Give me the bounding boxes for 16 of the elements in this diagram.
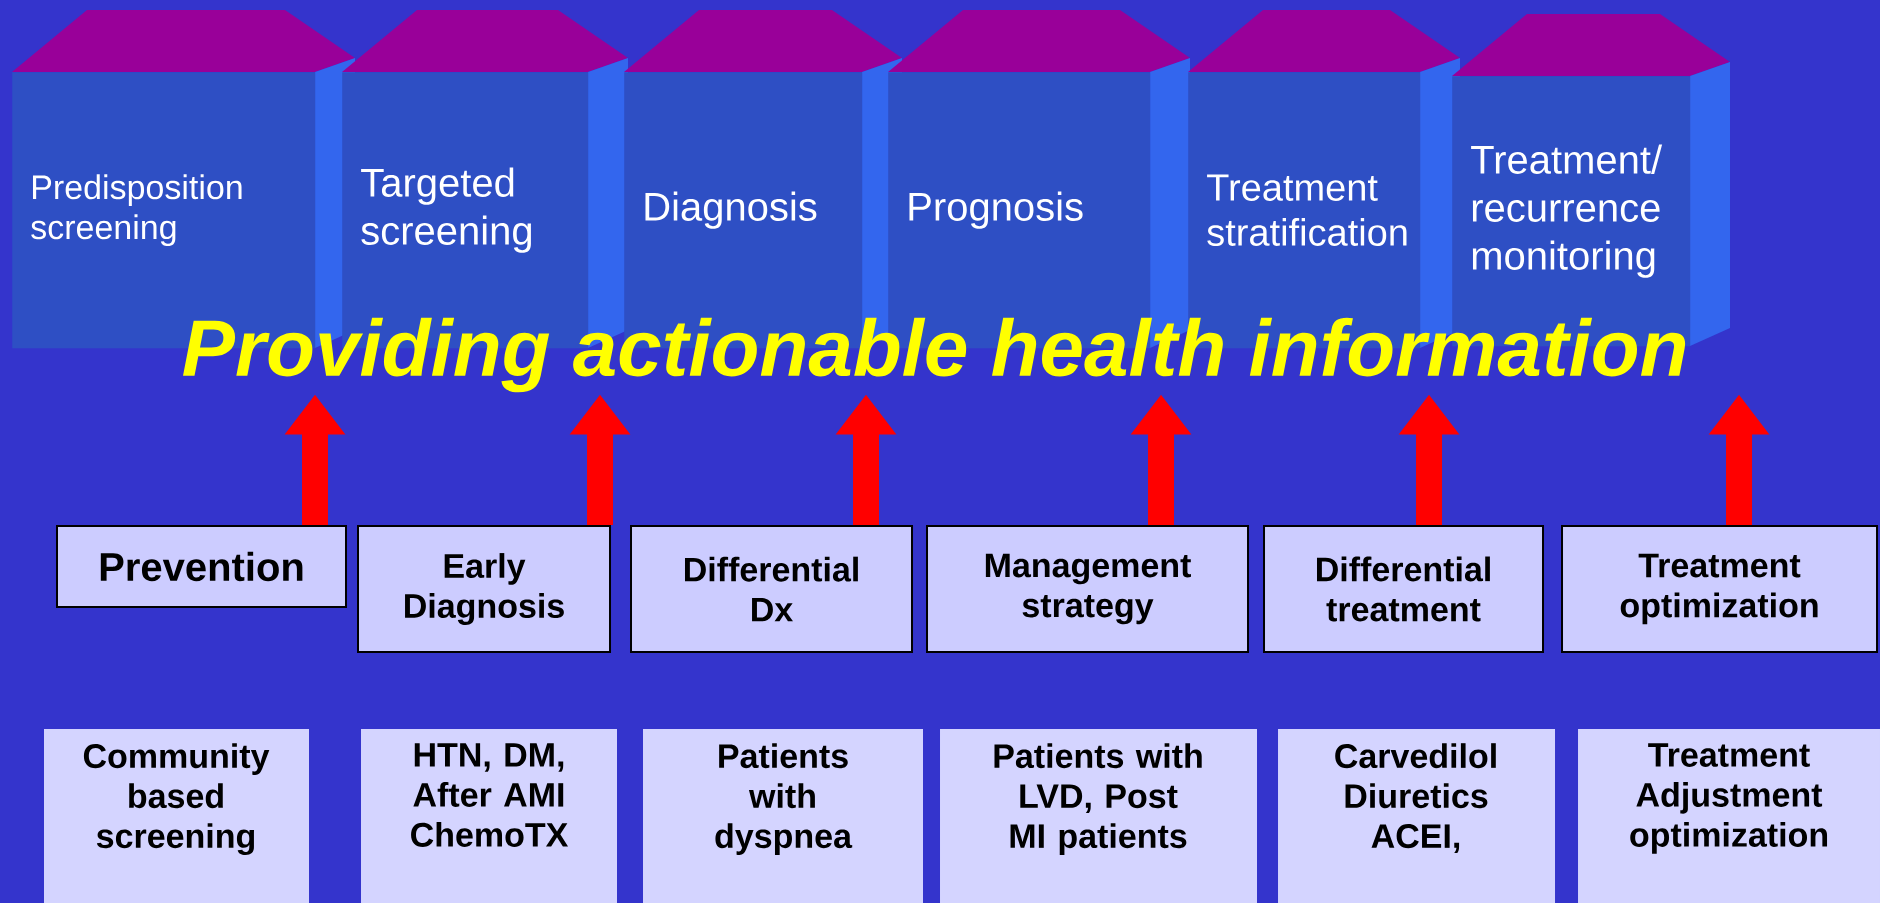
example-box: Patients with LVD, Post MI patients [940, 729, 1257, 903]
example-box: Patients with dyspnea [643, 729, 923, 903]
example-box: Treatment Adjustment optimization [1578, 729, 1880, 903]
node-label: Diagnosis [645, 191, 817, 229]
node-label: Treatment stratification [1207, 174, 1407, 246]
category-box: Early Diagnosis [357, 525, 611, 653]
category-box: Prevention [56, 525, 347, 608]
category-box: Treatment optimization [1561, 525, 1878, 653]
node-label: Predisposition screening [31, 174, 242, 247]
category-box: Management strategy [926, 525, 1249, 653]
example-box: Community based screening [44, 729, 309, 903]
example-box: Carvedilol Diuretics ACEI, [1278, 729, 1555, 903]
example-box: HTN, DM, After AMI ChemoTX [361, 729, 617, 903]
category-box: Differential Dx [630, 525, 913, 653]
category-box: Differential treatment [1263, 525, 1544, 653]
node-label: Targeted screening [361, 167, 532, 253]
